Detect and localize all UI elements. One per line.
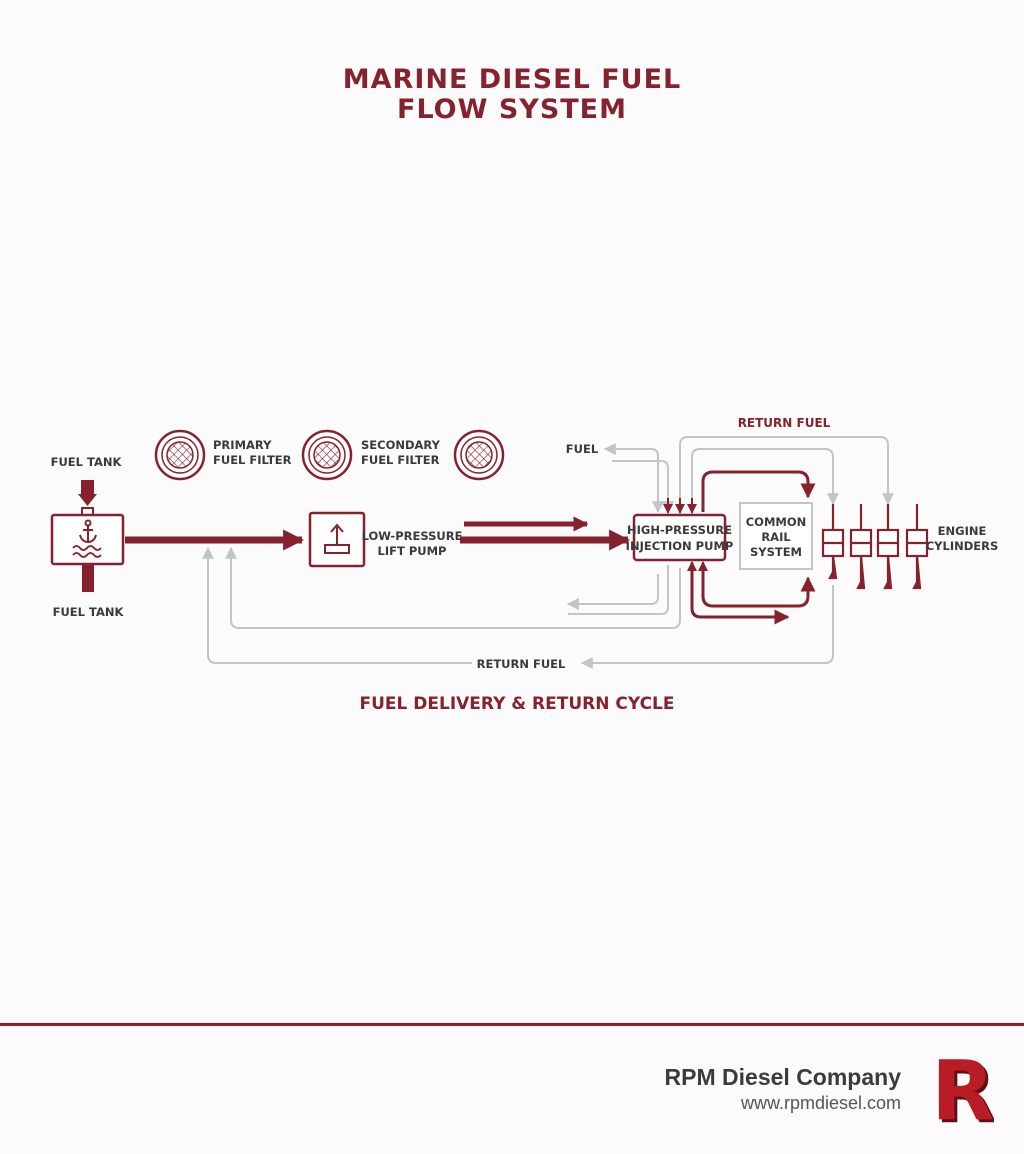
return-lines [202,436,894,669]
cycle-caption: FUEL DELIVERY & RETURN CYCLE [359,694,674,714]
fuel-filter-icon [453,429,505,481]
pump-return-arrows [687,561,708,578]
fuel-tank [50,480,125,592]
title-line-2: FLOW SYSTEM [397,94,627,125]
secondary-fuel-filter-icon [301,429,353,481]
engine-cylinders-label-2: CYLINDERS [926,539,999,553]
primary-filter-label-2: FUEL FILTER [213,453,292,467]
engine-cylinders-label-1: ENGINE [938,524,987,538]
pump-inlet-arrows [663,498,697,514]
fuel-injectors [821,504,929,590]
company-block: RPM Diesel Company www.rpmdiesel.com [665,1062,901,1114]
lift-pump [308,511,366,568]
waves-icon [72,545,102,558]
primary-fuel-filter-icon [154,429,206,481]
common-rail-label-1: COMMON [746,515,807,529]
footer-divider [0,1023,1024,1026]
primary-filter-label-1: PRIMARY [213,438,272,452]
secondary-filter-label-1: SECONDARY [361,438,441,452]
high-pressure-loops [690,470,816,625]
fuel-injector-icon [876,504,900,590]
logo-letter-shadow: R [934,1052,994,1128]
company-name: RPM Diesel Company [664,1064,901,1090]
fuel-tank-label-bottom: FUEL TANK [53,605,125,619]
rpm-logo-icon: R R [934,1052,994,1128]
anchor-icon [79,519,97,544]
injection-pump-label-1: HIGH-PRESSURE [627,523,732,537]
common-rail-label-3: SYSTEM [750,545,802,559]
fuel-label: FUEL [566,442,599,456]
common-rail-label-2: RAIL [761,530,791,544]
fuel-injector-icon [821,504,845,580]
secondary-filter-label-2: FUEL FILTER [361,453,440,467]
return-fuel-top-label: RETURN FUEL [738,416,831,430]
common-rail-system [739,502,813,570]
fuel-injector-icon [849,504,873,590]
lift-pump-label-2: LIFT PUMP [378,544,447,558]
injection-pump-label-2: INJECTION PUMP [626,539,734,553]
fuel-injector-icon [905,504,929,590]
upload-arrow-icon [324,523,350,554]
lift-pump-label-1: LOW-PRESSURE [362,529,463,543]
logo-letter: R [934,1052,994,1128]
fuel-tank-label-top: FUEL TANK [51,455,123,469]
title-line-1: MARINE DIESEL FUEL [343,64,681,95]
return-fuel-bottom-label: RETURN FUEL [477,657,566,671]
injection-pump [632,513,727,562]
company-url[interactable]: www.rpmdiesel.com [740,1093,901,1113]
